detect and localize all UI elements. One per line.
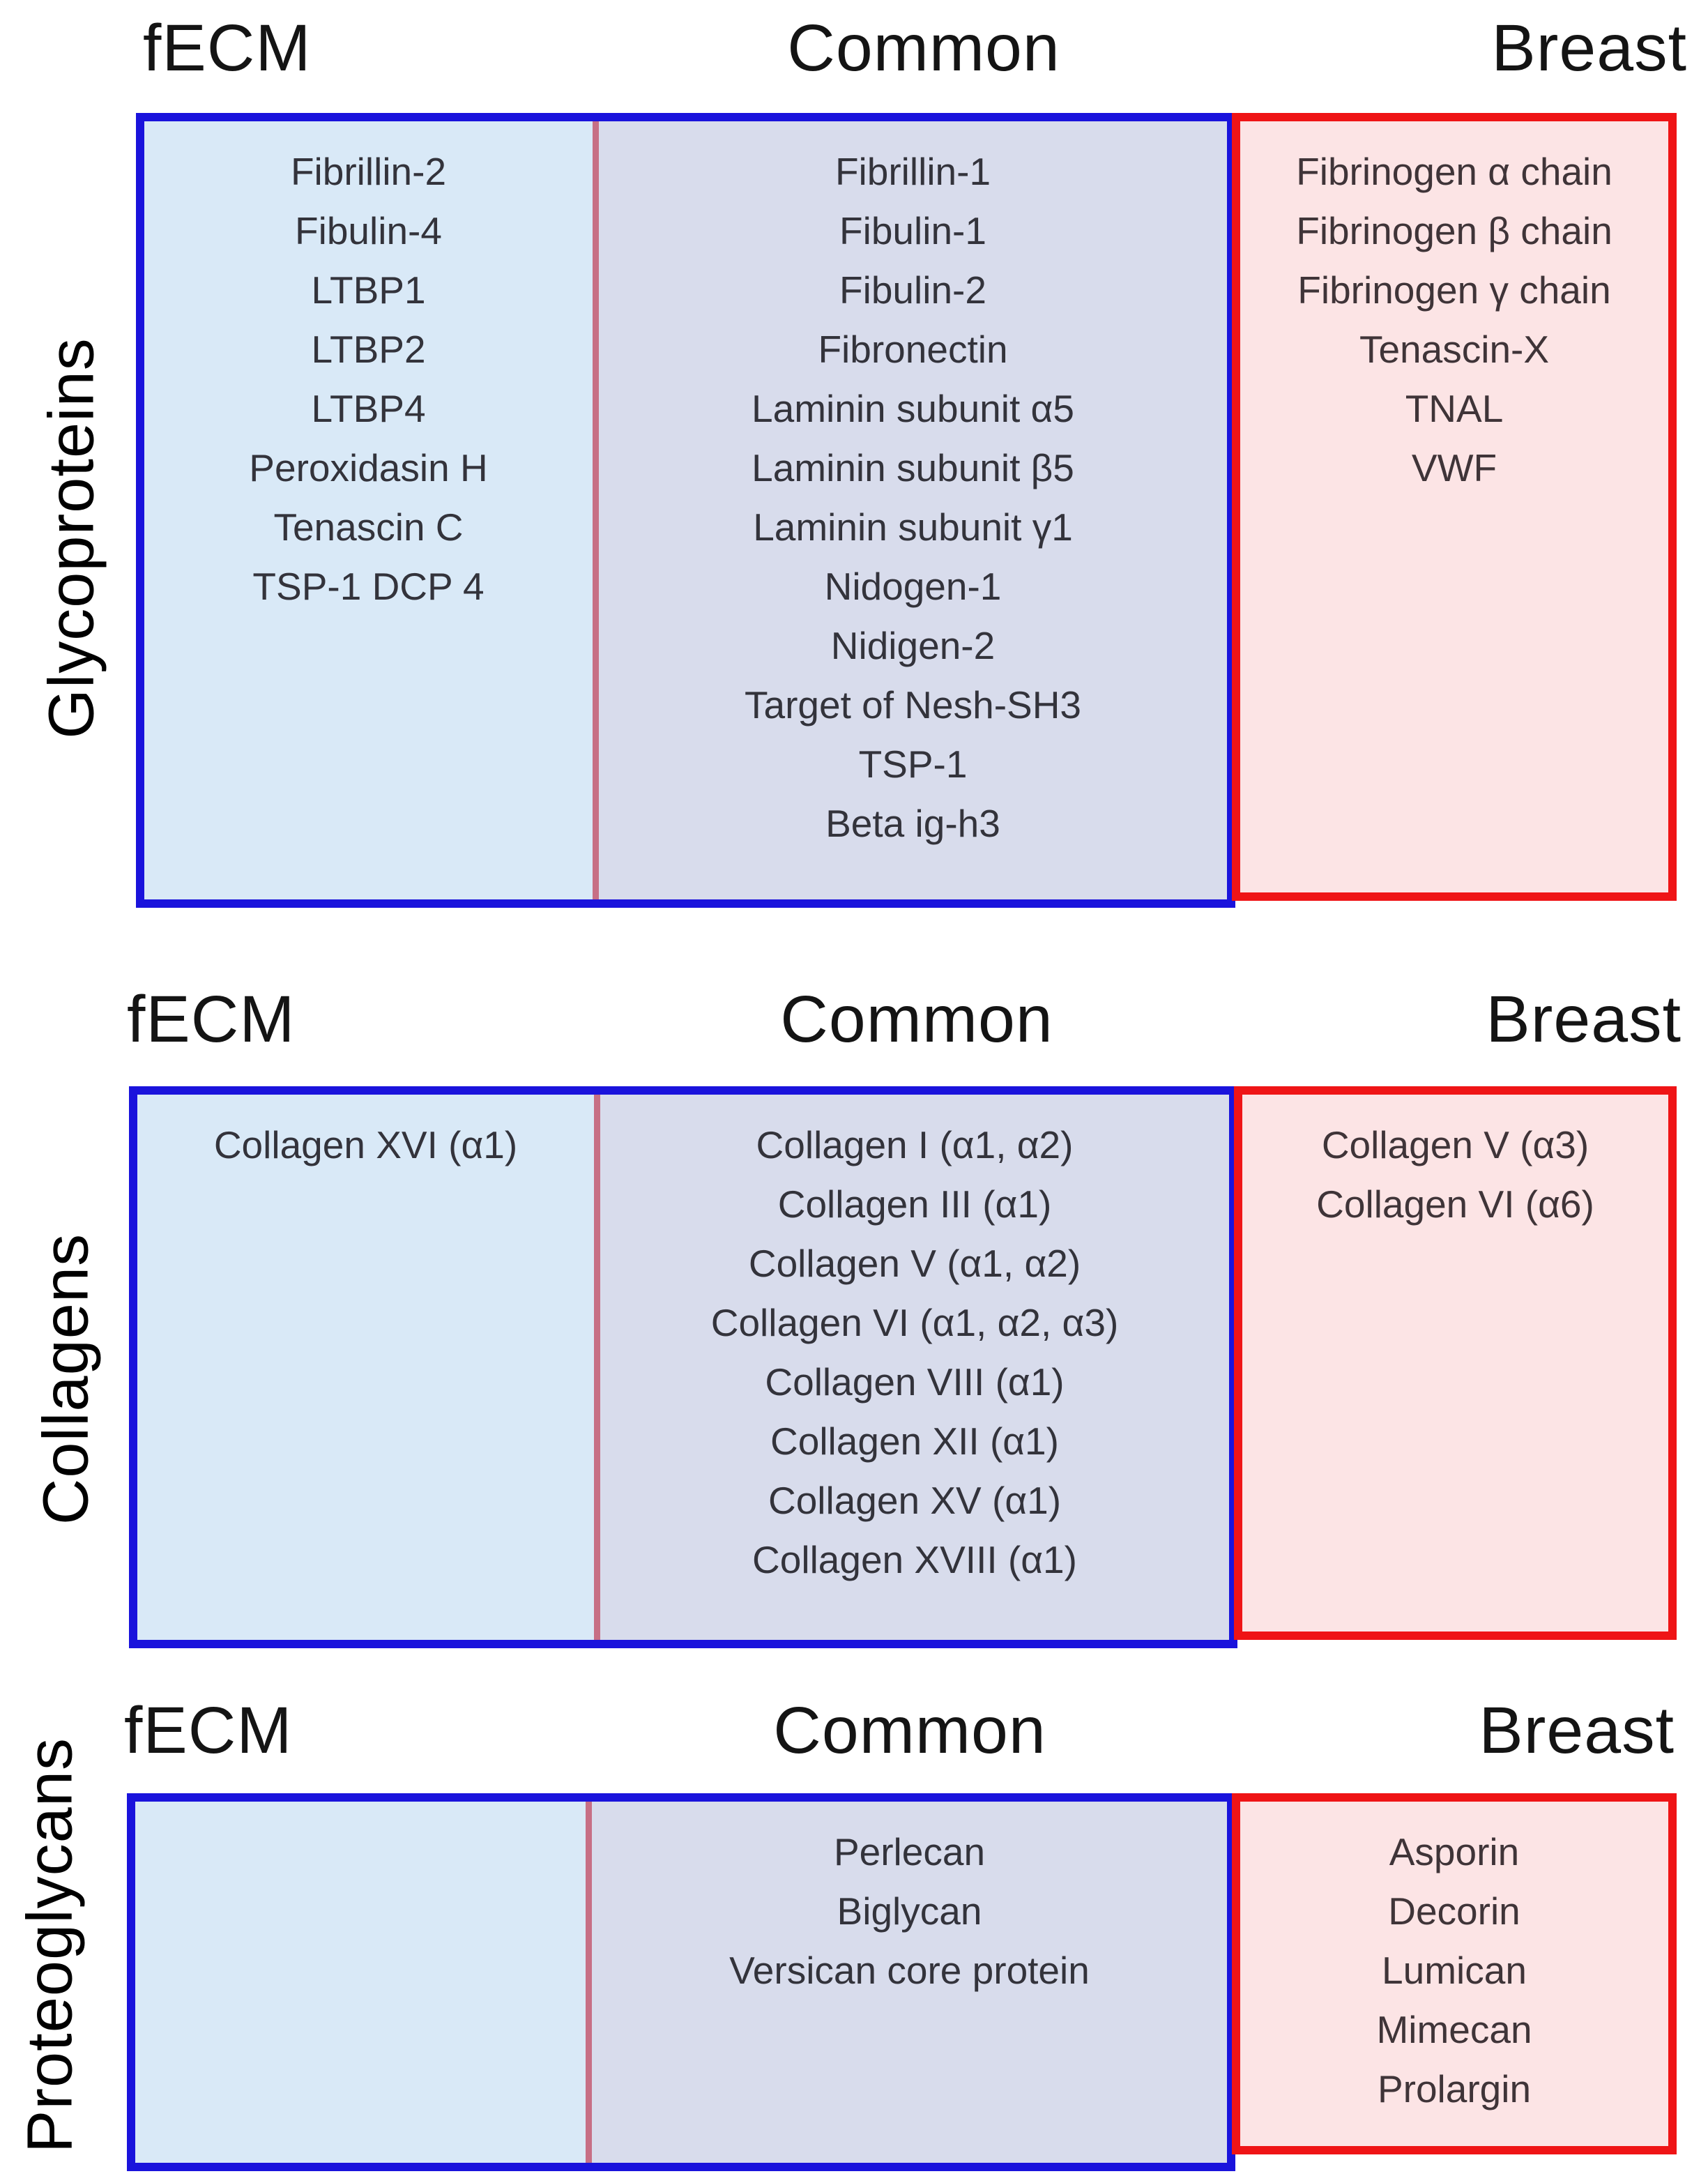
protein-item: Biglycan (837, 1889, 982, 1933)
protein-item: Collagen VI (α6) (1316, 1182, 1594, 1226)
column-header-breast: Breast (1486, 982, 1682, 1056)
protein-item: Decorin (1388, 1889, 1520, 1933)
protein-item: Fibrillin-2 (290, 150, 447, 193)
breast-column: Collagen V (α3) Collagen VI (α6) (1242, 1095, 1668, 1234)
protein-item: Mimecan (1376, 2008, 1532, 2051)
protein-item: Fibulin-1 (839, 209, 986, 252)
column-divider (586, 1802, 592, 2163)
protein-item: Versican core protein (729, 1949, 1090, 1992)
protein-item: LTBP2 (311, 328, 426, 371)
column-header-breast: Breast (1479, 1694, 1675, 1767)
column-header-common: Common (773, 1694, 1046, 1767)
column-header-fecm: fECM (143, 11, 312, 85)
column-header-breast: Breast (1491, 11, 1687, 85)
protein-item: Collagen VIII (α1) (765, 1360, 1065, 1404)
protein-item: TSP-1 (858, 743, 968, 786)
protein-item: Fibrinogen α chain (1296, 150, 1612, 193)
protein-item: Asporin (1389, 1830, 1520, 1873)
protein-item: Fibronectin (818, 328, 1008, 371)
protein-item: TNAL (1405, 387, 1504, 430)
protein-item: VWF (1411, 446, 1497, 489)
protein-item: Nidogen-1 (824, 565, 1002, 608)
column-header-common: Common (787, 11, 1060, 85)
protein-item: Prolargin (1377, 2067, 1532, 2110)
protein-item: Nidigen-2 (830, 624, 996, 667)
protein-item: Lumican (1382, 1949, 1527, 1992)
protein-item: Fibulin-4 (295, 209, 442, 252)
protein-item: TSP-1 DCP 4 (252, 565, 485, 608)
protein-item: Collagen XII (α1) (770, 1420, 1059, 1463)
protein-item: Collagen VI (α1, α2, α3) (710, 1301, 1119, 1344)
protein-item: Tenascin-X (1359, 328, 1550, 371)
protein-item: Laminin subunit γ1 (753, 505, 1073, 549)
protein-item: Laminin subunit β5 (752, 446, 1074, 489)
common-column: Collagen I (α1, α2) Collagen III (α1) Coll… (600, 1095, 1229, 1640)
protein-item: Tenascin C (273, 505, 464, 549)
protein-item: Fibrillin-1 (834, 150, 991, 193)
protein-item: Collagen V (α1, α2) (748, 1242, 1081, 1285)
protein-item: Laminin subunit α5 (752, 387, 1074, 430)
protein-item: Target of Nesh-SH3 (745, 683, 1081, 727)
protein-item: Collagen V (α3) (1321, 1123, 1589, 1166)
column-divider (593, 121, 599, 899)
protein-item: Peroxidasin H (249, 446, 488, 489)
protein-item: Collagen XV (α1) (768, 1479, 1062, 1522)
protein-item: LTBP1 (311, 268, 426, 312)
fecm-column: Collagen XVI (α1) (137, 1095, 594, 1640)
protein-item: LTBP4 (311, 387, 426, 430)
category-label-proteoglycans: Proteoglycans (14, 1737, 86, 2153)
collagens-box: Collagen XVI (α1) Collagen I (α1, α2)Col… (129, 1086, 1680, 1648)
protein-item: Perlecan (833, 1830, 986, 1873)
column-header-fecm: fECM (124, 1694, 293, 1767)
fecm-column (135, 1802, 586, 2163)
column-divider (594, 1095, 600, 1640)
protein-item: Collagen XVI (α1) (213, 1123, 518, 1166)
column-header-fecm: fECM (127, 982, 296, 1056)
fecm-common-box: Collagen XVI (α1) Collagen I (α1, α2)Col… (129, 1086, 1237, 1648)
protein-item: Beta ig-h3 (825, 802, 1000, 845)
protein-item: Collagen I (α1, α2) (756, 1123, 1074, 1166)
protein-item: Fibrinogen γ chain (1297, 268, 1611, 312)
breast-box: Collagen V (α3) Collagen VI (α6) (1234, 1086, 1677, 1640)
protein-item: Fibrinogen β chain (1296, 209, 1612, 252)
column-header-common: Common (780, 982, 1053, 1056)
protein-item: Collagen XVIII (α1) (752, 1538, 1077, 1581)
protein-item: Fibulin-2 (839, 268, 986, 312)
protein-item: Collagen III (α1) (777, 1182, 1052, 1226)
